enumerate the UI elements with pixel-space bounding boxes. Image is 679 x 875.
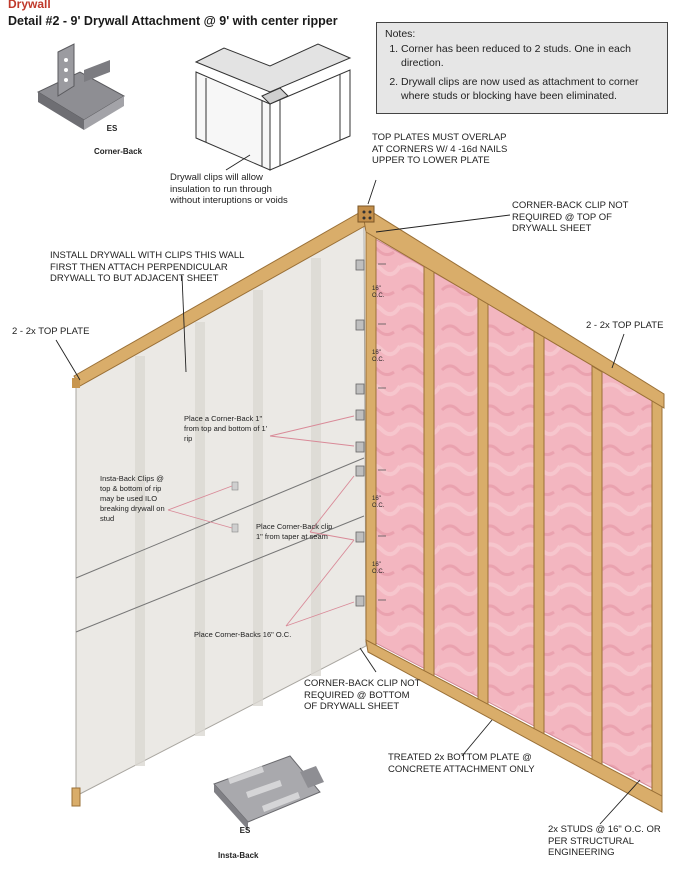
top-plate-left-label: 2 - 2x TOP PLATE [12,326,90,337]
insta-back-logo: ES [239,826,251,835]
note-item: Drywall clips are now used as attachment… [401,75,659,103]
notes-box: Notes: Corner has been reduced to 2 stud… [376,22,668,114]
spacing-label: 16" O.C. [372,350,385,363]
spacing-label: 16" O.C. [372,286,385,299]
page-title: Detail #2 - 9' Drywall Attachment @ 9' w… [8,14,338,28]
corner-back-clip-image [36,43,126,130]
section-label: Drywall [8,0,51,11]
corner-back-logo: ES [106,124,118,133]
insta-clips-note: Insta-Back Clips @ top & bottom of rip m… [100,474,165,523]
place-taper-note: Place Corner-Back clip 1" from taper at … [256,522,333,541]
install-first-note: INSTALL DRYWALL WITH CLIPS THIS WALL FIR… [50,250,245,284]
corner-framing-sketch [194,43,352,171]
top-plate-right-label: 2 - 2x TOP PLATE [586,320,664,331]
studs-note: 2x STUDS @ 16" O.C. OR PER STRUCTURAL EN… [548,824,661,858]
notes-list: Corner has been reduced to 2 studs. One … [385,42,659,103]
clip-not-required-top-note: CORNER-BACK CLIP NOT REQUIRED @ TOP OF D… [512,200,629,234]
spacing-label: 16" O.C. [372,562,385,575]
notes-heading: Notes: [385,28,416,40]
insta-back-clip-image [213,755,324,830]
note-item: Corner has been reduced to 2 studs. One … [401,42,659,70]
corner-back-label: Corner-Back [94,147,143,156]
spacing-label: 16" O.C. [372,496,385,509]
bottom-plate-note: TREATED 2x BOTTOM PLATE @ CONCRETE ATTAC… [388,752,535,775]
place-16oc-note: Place Corner-Backs 16" O.C. [194,630,292,639]
place-rip-note: Place a Corner-Back 1" from top and bott… [184,414,268,443]
insta-back-label: Insta-Back [218,851,259,860]
clip-not-required-bottom-note: CORNER-BACK CLIP NOT REQUIRED @ BOTTOM O… [304,678,421,712]
insulation-note: Drywall clips will allow insulation to r… [170,172,288,206]
top-plates-note: TOP PLATES MUST OVERLAP AT CORNERS W/ 4 … [372,132,508,166]
